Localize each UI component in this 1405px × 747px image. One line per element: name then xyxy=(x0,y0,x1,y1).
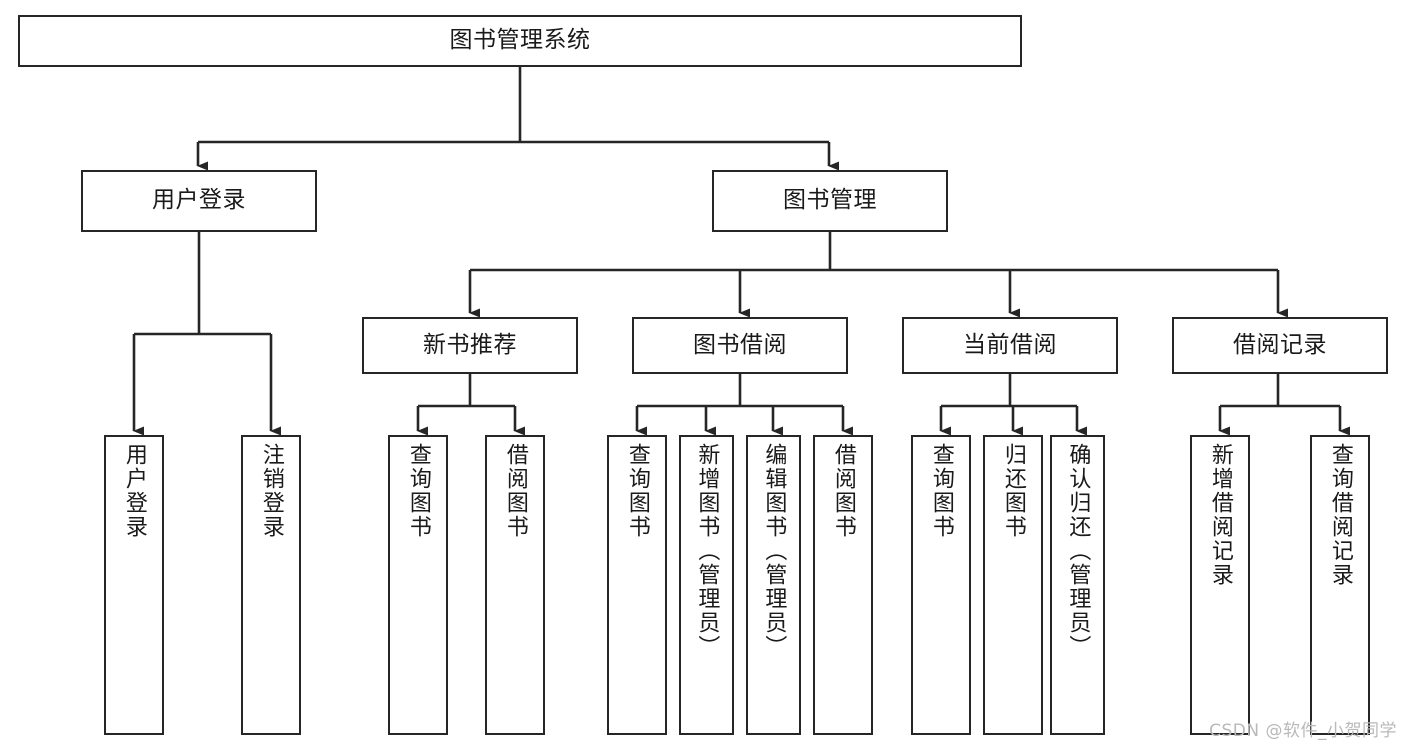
node-book-borrow-label: 图书借阅 xyxy=(693,331,787,358)
leaf-borrow-book-1[interactable]: 借阅图书 xyxy=(485,435,545,735)
leaf-query-book-2-label: 查询图书 xyxy=(624,443,650,539)
node-user-login[interactable]: 用户登录 xyxy=(81,170,317,232)
leaf-user-logout[interactable]: 注销登录 xyxy=(241,435,301,735)
leaf-add-book[interactable]: 新增图书（管理员） xyxy=(679,435,734,735)
leaf-borrow-book-1-label: 借阅图书 xyxy=(502,443,528,539)
leaf-query-book-3-label: 查询图书 xyxy=(928,443,954,539)
watermark: CSDN @软件_小贺同学 xyxy=(1209,721,1397,741)
node-root-label: 图书管理系统 xyxy=(449,27,591,54)
leaf-add-record[interactable]: 新增借阅记录 xyxy=(1190,435,1250,735)
leaf-user-login[interactable]: 用户登录 xyxy=(104,435,164,735)
leaf-query-record-label: 查询借阅记录 xyxy=(1327,443,1353,587)
node-book-manage[interactable]: 图书管理 xyxy=(712,170,948,232)
leaf-user-logout-label: 注销登录 xyxy=(258,443,284,539)
leaf-confirm-return-label: 确认归还（管理员） xyxy=(1065,443,1091,659)
leaf-query-book-1-label: 查询图书 xyxy=(405,443,431,539)
node-book-borrow[interactable]: 图书借阅 xyxy=(632,317,848,374)
node-current-borrow[interactable]: 当前借阅 xyxy=(902,317,1118,374)
node-new-book-rec[interactable]: 新书推荐 xyxy=(362,317,578,374)
node-user-login-label: 用户登录 xyxy=(152,187,246,214)
leaf-query-record[interactable]: 查询借阅记录 xyxy=(1310,435,1370,735)
node-new-book-rec-label: 新书推荐 xyxy=(423,331,517,358)
leaf-add-book-label: 新增图书（管理员） xyxy=(694,443,720,659)
leaf-edit-book[interactable]: 编辑图书（管理员） xyxy=(746,435,801,735)
node-current-borrow-label: 当前借阅 xyxy=(963,331,1057,358)
leaf-query-book-3[interactable]: 查询图书 xyxy=(911,435,971,735)
leaf-edit-book-label: 编辑图书（管理员） xyxy=(761,443,787,659)
node-book-manage-label: 图书管理 xyxy=(783,187,877,214)
node-root[interactable]: 图书管理系统 xyxy=(18,15,1022,67)
leaf-borrow-book-2[interactable]: 借阅图书 xyxy=(813,435,873,735)
leaf-return-book[interactable]: 归还图书 xyxy=(983,435,1043,735)
node-borrow-record[interactable]: 借阅记录 xyxy=(1172,317,1388,374)
leaf-query-book-2[interactable]: 查询图书 xyxy=(607,435,667,735)
leaf-user-login-label: 用户登录 xyxy=(121,443,147,539)
leaf-borrow-book-2-label: 借阅图书 xyxy=(830,443,856,539)
node-borrow-record-label: 借阅记录 xyxy=(1233,331,1327,358)
leaf-return-book-label: 归还图书 xyxy=(1000,443,1026,539)
leaf-query-book-1[interactable]: 查询图书 xyxy=(388,435,448,735)
leaf-confirm-return[interactable]: 确认归还（管理员） xyxy=(1050,435,1105,735)
leaf-add-record-label: 新增借阅记录 xyxy=(1207,443,1233,587)
